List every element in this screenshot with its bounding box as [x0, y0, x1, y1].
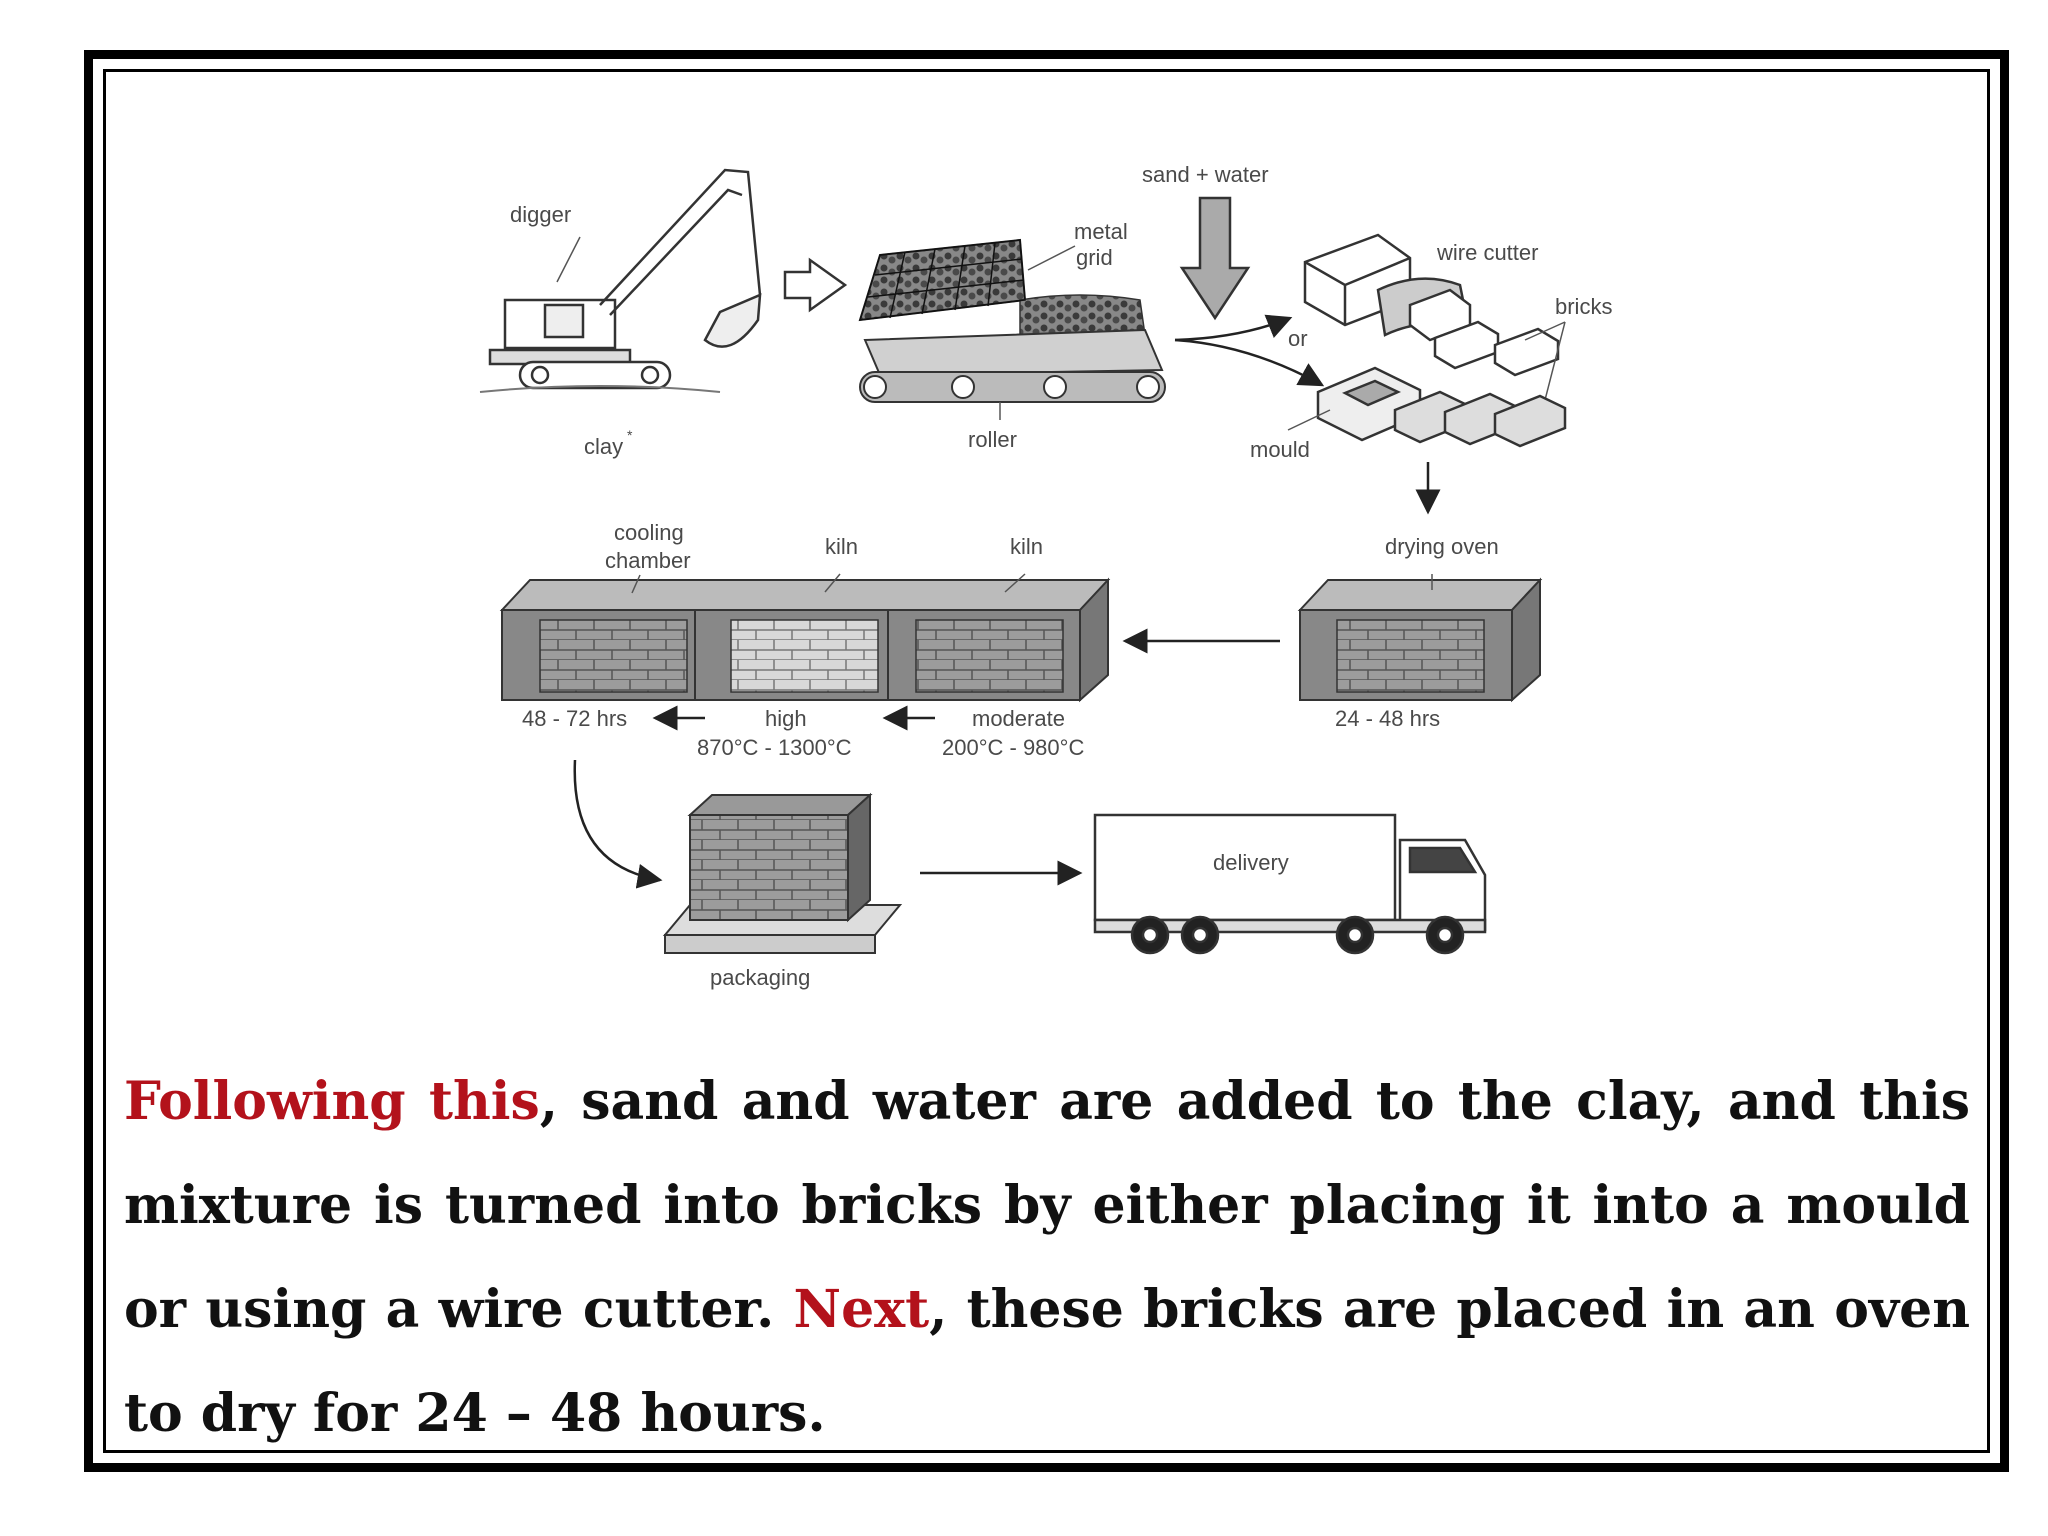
label-packaging: packaging [710, 965, 810, 990]
label-clay-asterisk: * [627, 427, 633, 443]
label-moderate-temp: 200°C - 980°C [942, 735, 1084, 760]
inner-frame [103, 69, 1990, 1453]
label-kiln-moderate: kiln [1010, 534, 1043, 559]
roller-illustration [859, 328, 1166, 403]
label-high: high [765, 706, 807, 731]
label-metal: metal [1074, 219, 1128, 244]
paragraph-part-2: , these bricks are placed in an oven to … [124, 1279, 1971, 1444]
label-wire-cutter: wire cutter [1436, 240, 1538, 265]
label-sand-water: sand + water [1142, 162, 1269, 187]
hollow-arrow [783, 257, 848, 313]
label-cooling: cooling [614, 520, 684, 545]
label-mould: mould [1250, 437, 1310, 462]
mould-illustration [1316, 366, 1567, 448]
label-moderate: moderate [972, 706, 1065, 731]
label-digger: digger [510, 202, 571, 227]
label-grid: grid [1076, 245, 1113, 270]
outer-frame [84, 50, 2009, 1472]
kiln-tunnel-illustration [499, 577, 1111, 703]
brick-manufacturing-diagram: digger clay * metal grid roller sand + w… [479, 162, 1612, 990]
label-roller: roller [968, 427, 1017, 452]
highlight-next: Next [793, 1279, 930, 1340]
label-high-temp: 870°C - 1300°C [697, 735, 852, 760]
label-or: or [1288, 326, 1308, 351]
digger-illustration [479, 168, 762, 393]
label-clay: clay [584, 434, 623, 459]
label-bricks: bricks [1555, 294, 1612, 319]
label-chamber: chamber [605, 548, 691, 573]
paragraph-part-1: , sand and water are added to the clay, … [124, 1071, 1970, 1340]
delivery-truck-illustration [1093, 813, 1487, 955]
label-time-cooling: 48 - 72 hrs [522, 706, 627, 731]
label-delivery: delivery [1213, 850, 1289, 875]
sand-water-arrow [1179, 196, 1251, 321]
bricks-illustration [1433, 320, 1560, 377]
highlight-following-this: Following this [124, 1071, 540, 1132]
label-drying-oven: drying oven [1385, 534, 1499, 559]
label-time-drying: 24 - 48 hrs [1335, 706, 1440, 731]
description-paragraph: Following this, sand and water are added… [124, 1050, 1970, 1466]
packaging-illustration [662, 792, 903, 954]
drying-oven-illustration [1297, 577, 1543, 703]
label-kiln-high: kiln [825, 534, 858, 559]
